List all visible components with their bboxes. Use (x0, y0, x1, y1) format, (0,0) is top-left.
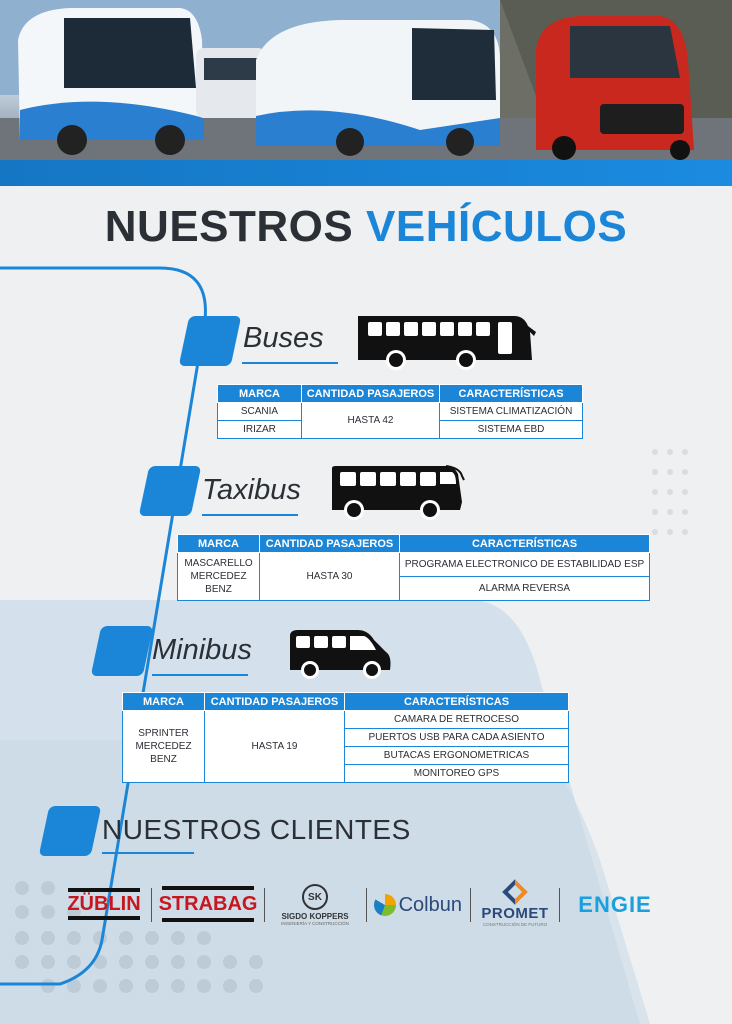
table-header-row: MARCA CANTIDAD PASAJEROS CARACTERÍSTICAS (177, 534, 650, 553)
feature-cell: BUTACAS ERGONOMETRICAS (344, 746, 569, 765)
section-badge-clients (38, 806, 102, 856)
page-title: NUESTROS VEHÍCULOS (0, 202, 732, 252)
promet-mark-icon (502, 879, 528, 905)
brand-line: MERCEDEZ (135, 741, 192, 752)
logo-zublin: ZÜBLIN (67, 888, 141, 920)
logo-separator (264, 888, 265, 922)
logo-separator (470, 888, 471, 922)
brand-line: SPRINTER (138, 728, 189, 739)
feature-cell: MONITOREO GPS (344, 764, 569, 783)
clients-title: NUESTROS CLIENTES (102, 814, 411, 845)
column-header: CARACTERÍSTICAS (439, 384, 583, 403)
section-badge-taxibus (138, 466, 202, 516)
feature-cell: SISTEMA EBD (439, 420, 583, 439)
column-header: MARCA (177, 534, 260, 553)
column-header: MARCA (217, 384, 302, 403)
section-badge-buses (178, 316, 242, 366)
promet-name: PROMET (481, 905, 549, 922)
spec-table-minibus: MARCA CANTIDAD PASAJEROS CARACTERÍSTICAS… (122, 692, 569, 783)
spec-table-buses: MARCA CANTIDAD PASAJEROS CARACTERÍSTICAS… (217, 384, 583, 439)
feature-cell: PROGRAMA ELECTRONICO DE ESTABILIDAD ESP (399, 552, 650, 577)
section-title-taxibus: Taxibus (202, 474, 301, 506)
brand-cell: SCANIA (217, 402, 302, 421)
logo-separator (151, 888, 152, 922)
passengers-cell: HASTA 19 (204, 710, 345, 783)
brand-line: MASCARELLO (184, 558, 253, 569)
hero-accent-bar (0, 160, 732, 186)
sk-subtitle: INGENIERÍA Y CONSTRUCCIÓN (281, 921, 349, 926)
feature-cell: SISTEMA CLIMATIZACIÓN (439, 402, 583, 421)
brand-line: BENZ (150, 754, 177, 765)
feature-cell: ALARMA REVERSA (399, 576, 650, 601)
feature-cell: PUERTOS USB PARA CADA ASIENTO (344, 728, 569, 747)
logo-separator (559, 888, 560, 922)
section-underline (152, 674, 248, 676)
section-underline (202, 514, 298, 516)
section-underline (242, 362, 338, 364)
table-header-row: MARCA CANTIDAD PASAJEROS CARACTERÍSTICAS (122, 692, 569, 711)
table-row: SCANIA HASTA 42 SISTEMA CLIMATIZACIÓN (217, 402, 583, 439)
van-icon (290, 630, 391, 679)
promet-subtitle: CONSTRUCCIÓN DE FUTURO (482, 922, 548, 927)
passengers-cell: HASTA 42 (301, 402, 440, 439)
table-header-row: MARCA CANTIDAD PASAJEROS CARACTERÍSTICAS (217, 384, 583, 403)
section-title-minibus: Minibus (152, 634, 252, 666)
brand-cell: IRIZAR (217, 420, 302, 439)
title-part-1: NUESTROS (104, 202, 354, 251)
colbun-mark-icon (374, 894, 396, 916)
column-header: CANTIDAD PASAJEROS (301, 384, 440, 403)
logo-sigdo-koppers: SK SIGDO KOPPERS INGENIERÍA Y CONSTRUCCI… (270, 878, 360, 932)
coach-icon (332, 465, 465, 520)
brand-cell: SPRINTER MERCEDEZ BENZ (122, 710, 205, 783)
logo-colbun: Colbun (374, 890, 462, 920)
feature-cell: CAMARA DE RETROCESO (344, 710, 569, 729)
section-title-buses: Buses (243, 322, 324, 354)
column-header: CARACTERÍSTICAS (399, 534, 650, 553)
table-row: SPRINTER MERCEDEZ BENZ HASTA 19 CAMARA D… (122, 710, 569, 783)
column-header: CANTIDAD PASAJEROS (204, 692, 345, 711)
brand-line: MERCEDEZ (190, 571, 247, 582)
section-underline (102, 852, 194, 854)
brand-line: BENZ (205, 584, 232, 595)
table-row: MASCARELLO MERCEDEZ BENZ HASTA 30 PROGRA… (177, 552, 650, 601)
title-part-2: VEHÍCULOS (366, 202, 628, 251)
column-header: CARACTERÍSTICAS (344, 692, 569, 711)
logo-separator (366, 888, 367, 922)
table-row: IRIZAR SISTEMA EBD (217, 420, 583, 439)
column-header: CANTIDAD PASAJEROS (259, 534, 400, 553)
brand-cell: MASCARELLO MERCEDEZ BENZ (177, 552, 260, 601)
client-logos: ZÜBLIN STRABAG SK SIGDO KOPPERS INGENIER… (0, 876, 732, 936)
sk-name: SIGDO KOPPERS (281, 912, 349, 921)
sk-mark: SK (302, 884, 328, 910)
logo-promet: PROMET CONSTRUCCIÓN DE FUTURO (478, 878, 552, 932)
colbun-name: Colbun (398, 893, 462, 916)
hero-photo (0, 0, 732, 160)
logo-engie: ENGIE (578, 892, 652, 917)
logo-strabag: STRABAG (159, 886, 257, 922)
table-row: MONITOREO GPS (123, 764, 569, 783)
table-row: ALARMA REVERSA (178, 576, 650, 601)
bus-icon (358, 316, 536, 370)
spec-table-taxibus: MARCA CANTIDAD PASAJEROS CARACTERÍSTICAS… (177, 534, 650, 601)
section-badge-minibus (90, 626, 154, 676)
column-header: MARCA (122, 692, 205, 711)
passengers-cell: HASTA 30 (259, 552, 400, 601)
